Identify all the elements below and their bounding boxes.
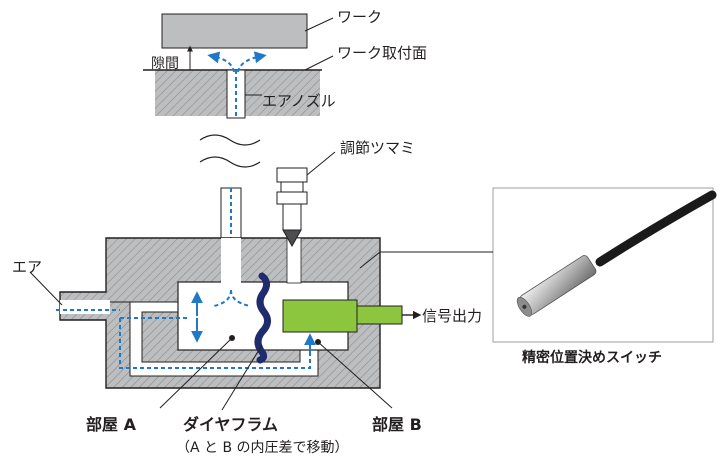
signal-rod	[356, 305, 403, 325]
room-b-leader	[317, 341, 393, 409]
work-label: ワーク	[337, 8, 382, 26]
diaphragm-label: ダイヤフラム	[183, 415, 278, 434]
break-line-lower	[199, 156, 261, 168]
product-name-label: 精密位置決めスイッチ	[522, 349, 662, 366]
adjust-knob-label: 調節ツマミ	[340, 139, 415, 157]
work-mount-surface-label: ワーク取付面	[337, 44, 427, 62]
signal-block	[282, 299, 358, 333]
signal-output-label: 信号出力	[422, 307, 482, 325]
room-a-label: 部屋 A	[86, 415, 137, 434]
air-nozzle-label: エアノズル	[262, 92, 336, 110]
product-cable	[595, 190, 717, 267]
work-piece	[161, 13, 308, 49]
chamber-feed-flow	[119, 317, 311, 369]
adjust-knob	[276, 167, 308, 248]
room-a-split-flow	[213, 289, 251, 307]
room-b-label: 部屋 B	[372, 415, 422, 434]
outflow-left-arrow	[207, 51, 235, 73]
air-label: エア	[12, 258, 42, 276]
knob-leader	[306, 151, 336, 176]
upper-channel	[221, 238, 241, 283]
outflow-right-arrow	[237, 51, 267, 73]
knob-channel	[286, 237, 302, 284]
air-leader	[29, 271, 63, 306]
gap-label: 隙間	[151, 56, 179, 72]
break-line-upper	[199, 134, 261, 146]
diaphragm-note: （A と B の内圧差で移動）	[176, 440, 349, 456]
inlet-port	[60, 300, 110, 314]
diaphragm-leader	[221, 344, 263, 411]
room-a-leader	[159, 337, 233, 409]
photo-leader-corner	[359, 251, 381, 269]
diaphragm	[254, 272, 271, 364]
mount-leader	[304, 55, 334, 71]
product-photo	[492, 187, 717, 343]
work-leader	[304, 17, 334, 32]
